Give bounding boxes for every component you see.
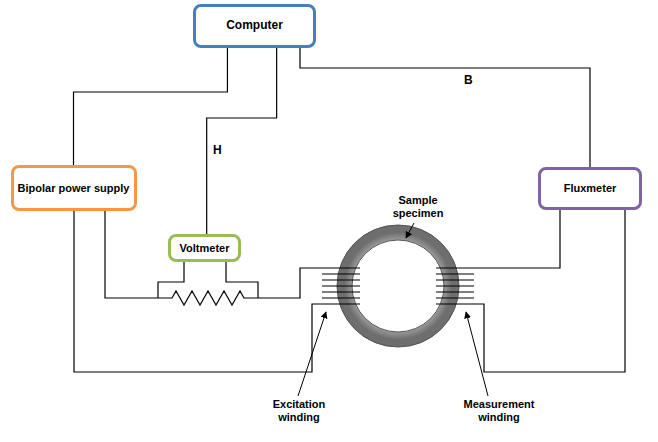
winding-coils	[322, 268, 474, 304]
circuit-wires	[74, 210, 625, 372]
part-label: Measurement winding	[454, 398, 544, 423]
signal-label: B	[462, 74, 475, 88]
fluxmeter-box: Fluxmeter	[538, 167, 642, 210]
voltmeter-lead	[158, 262, 184, 298]
supply-wire	[105, 211, 165, 298]
box-label: Voltmeter	[180, 242, 230, 255]
coil-turn	[436, 267, 474, 268]
return-wire	[74, 211, 322, 372]
ring-specimen	[345, 233, 452, 340]
part-label: Excitation winding	[262, 398, 336, 423]
coil-turn	[322, 303, 360, 304]
signal-label: H	[211, 144, 224, 158]
coil-turn	[436, 303, 474, 304]
box-label: Fluxmeter	[564, 182, 617, 195]
power-supply-box: Bipolar power supply	[11, 165, 137, 211]
fluxmeter-lead	[474, 210, 560, 268]
coil-turn	[322, 297, 360, 298]
voltmeter-lead	[226, 262, 258, 298]
ring-inner-edge	[352, 240, 444, 332]
signal-wire	[300, 48, 590, 167]
coil-turn	[322, 285, 360, 286]
box-label: Bipolar power supply	[18, 182, 130, 195]
leader-arrow	[466, 312, 488, 396]
coil-turn	[436, 273, 474, 274]
coil-turn	[436, 279, 474, 280]
leader-lines	[298, 223, 488, 396]
leader-arrow	[406, 223, 414, 238]
computer-box: Computer	[193, 4, 316, 48]
coil-turn	[436, 285, 474, 286]
coil-turn	[322, 291, 360, 292]
signal-wire	[207, 48, 277, 234]
part-label: Sample specimen	[386, 194, 450, 219]
fluxmeter-lead	[474, 210, 625, 372]
coil-turn	[436, 291, 474, 292]
box-label: Computer	[226, 19, 283, 33]
coil-turn	[322, 273, 360, 274]
coil-turn	[436, 297, 474, 298]
leader-arrow	[298, 312, 326, 396]
voltmeter-box: Voltmeter	[168, 234, 241, 262]
excitation-wire	[250, 268, 322, 298]
coil-turn	[322, 267, 360, 268]
coil-turn	[322, 279, 360, 280]
signal-wire	[74, 48, 228, 165]
resistor-symbol	[165, 291, 250, 305]
